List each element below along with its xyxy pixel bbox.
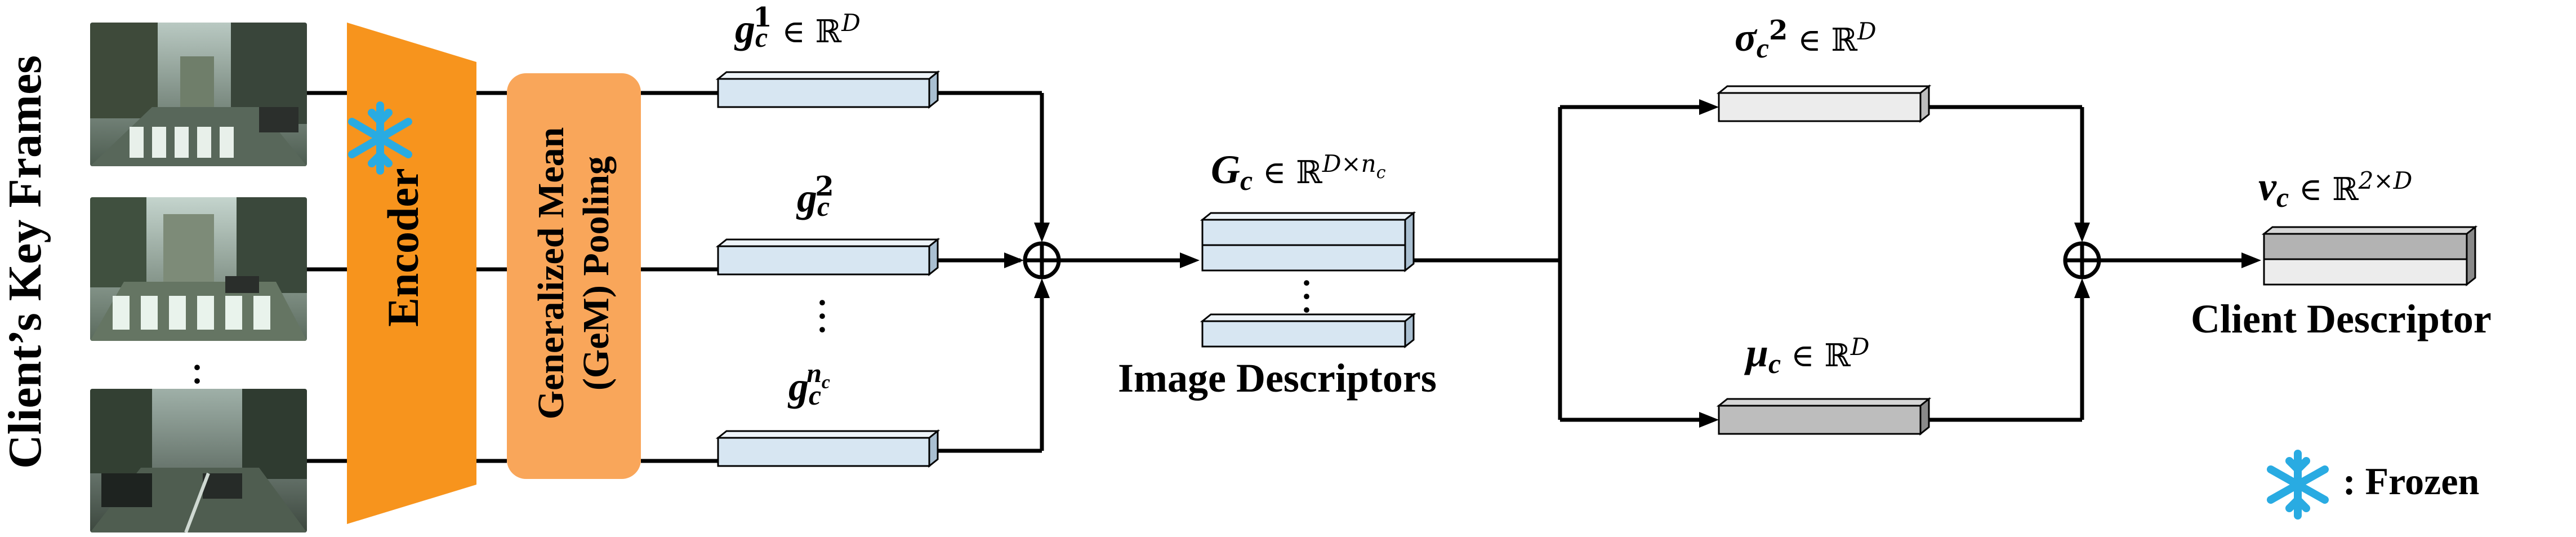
vc-box bbox=[2261, 225, 2478, 287]
key-frame-2 bbox=[90, 197, 307, 341]
sigma-box bbox=[1716, 84, 1932, 123]
vc-label: vc ∈ ℝ2×D bbox=[2258, 164, 2413, 214]
g2-box bbox=[715, 237, 941, 277]
image-descriptors-label: Image Descriptors bbox=[1118, 356, 1437, 401]
sigma-label: σc2 ∈ ℝD bbox=[1735, 15, 1877, 64]
g-ellipsis: ··· bbox=[816, 284, 828, 348]
snowflake-icon bbox=[2267, 450, 2329, 520]
snowflake-icon bbox=[348, 101, 412, 175]
Gc-label: Gc ∈ ℝD×nc bbox=[1211, 147, 1386, 197]
G-stack-box bbox=[1200, 211, 1416, 273]
g2-label: gc2 bbox=[797, 171, 834, 223]
G-extra-box bbox=[1200, 312, 1416, 349]
g1-box bbox=[715, 70, 941, 109]
mu-label: μc ∈ ℝD bbox=[1746, 330, 1870, 380]
gn-box bbox=[715, 429, 941, 468]
gem-pooling-block bbox=[507, 73, 641, 479]
client-descriptor-label: Client Descriptor bbox=[2191, 296, 2492, 341]
key-frame-3 bbox=[90, 389, 307, 532]
mu-box bbox=[1716, 397, 1932, 436]
legend-frozen-label: : Frozen bbox=[2343, 460, 2480, 503]
g1-label: gc1 ∈ ℝD bbox=[735, 2, 861, 54]
G-ellipsis: ··· bbox=[1300, 264, 1312, 329]
key-frame-1 bbox=[90, 23, 307, 166]
gn-label: gcnc bbox=[788, 358, 830, 411]
